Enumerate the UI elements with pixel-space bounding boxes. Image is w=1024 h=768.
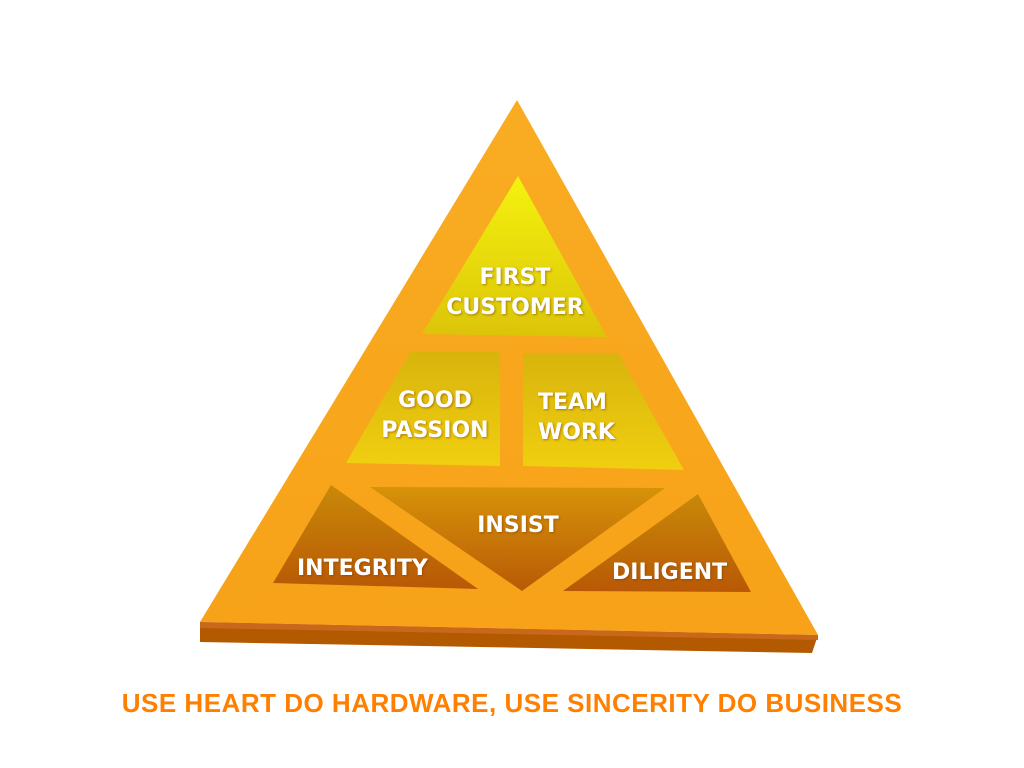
bottom-left-panel	[273, 485, 478, 589]
middle-left-label-line1: GOOD	[398, 388, 472, 413]
top-label-line2: CUSTOMER	[446, 295, 584, 320]
middle-right-label-line2: WORK	[538, 420, 615, 445]
middle-left-label: GOOD PASSION	[372, 386, 498, 446]
bottom-right-panel	[563, 494, 751, 592]
bottom-center-panel	[370, 487, 665, 591]
pyramid-base-shade	[200, 622, 818, 640]
top-label-line1: FIRST	[479, 265, 551, 290]
middle-left-label-line2: PASSION	[381, 418, 489, 443]
middle-right-label-line1: TEAM	[538, 390, 607, 415]
top-panel	[422, 176, 607, 337]
bottom-center-label: INSIST	[477, 513, 559, 538]
slogan-text: USE HEART DO HARDWARE, USE SINCERITY DO …	[121, 688, 903, 718]
middle-left-panel	[346, 352, 500, 466]
bottom-right-label: DILIGENT	[612, 560, 728, 585]
bottom-left-label: INTEGRITY	[297, 556, 428, 581]
middle-right-label: TEAM WORK	[538, 388, 648, 448]
top-label: FIRST CUSTOMER	[430, 263, 600, 323]
middle-right-panel	[523, 353, 684, 470]
pyramid-frame	[200, 100, 818, 635]
